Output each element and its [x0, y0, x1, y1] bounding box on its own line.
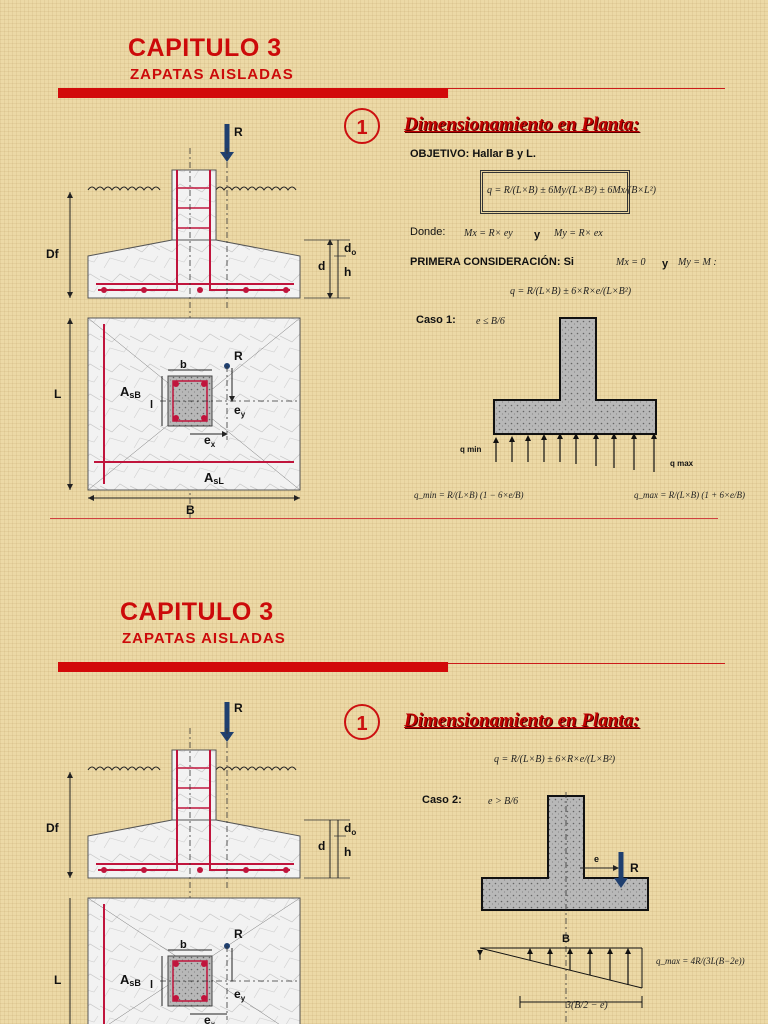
svg-text:ey: ey — [234, 987, 246, 1003]
first-consideration-eq1: Mx = 0 — [616, 257, 646, 268]
B-label: B — [562, 933, 570, 945]
e-label: e — [594, 854, 599, 864]
svg-text:R: R — [630, 861, 639, 875]
title-line — [448, 663, 725, 664]
caso1-condition: e ≤ B/6 — [476, 316, 505, 327]
caso2-qmax-formula: q_max = 4R/(3L(B−2e)) — [656, 956, 745, 966]
footing-diagram: R Df d do h b — [46, 701, 356, 1024]
svg-text:R: R — [234, 701, 243, 715]
svg-text:do: do — [344, 241, 356, 257]
label-L: L — [54, 387, 61, 401]
svg-text:R: R — [234, 349, 243, 363]
svg-text:Df: Df — [46, 821, 60, 835]
first-consideration-y: y — [662, 258, 669, 270]
main-formula: q = R/(L×B) ± 6My/(L×B²) ± 6Mx/(B×L²) — [487, 185, 656, 196]
title-line — [448, 88, 725, 89]
label-B: B — [186, 503, 195, 517]
label-b: b — [180, 359, 187, 371]
chapter-title: CAPITULO 3 — [120, 598, 274, 626]
qmin-formula: q_min = R/(L×B) (1 − 6×e/B) — [414, 490, 524, 500]
footing-diagram: R Df d do h — [46, 124, 356, 518]
donde-y: y — [534, 229, 541, 241]
caso1-pressure-diagram: q min q max — [460, 317, 694, 472]
section-number: 1 — [344, 108, 380, 144]
svg-text:h: h — [344, 845, 351, 859]
section-title: Dimensionamiento en Planta: — [404, 710, 640, 731]
title-bar — [58, 662, 448, 672]
svg-text:AsL: AsL — [204, 470, 224, 486]
svg-text:ex: ex — [204, 1013, 216, 1024]
svg-text:R: R — [234, 927, 243, 941]
svg-text:L: L — [54, 973, 61, 987]
slide-separator — [50, 518, 718, 519]
qmax-formula: q_max = R/(L×B) (1 + 6×e/B) — [634, 490, 746, 500]
svg-text:l: l — [150, 979, 153, 991]
first-consideration: PRIMERA CONSIDERACIÓN: Si — [410, 256, 574, 268]
title-bar — [58, 88, 448, 98]
caso2-label: Caso 2: — [422, 794, 462, 806]
slide-2: CAPITULO 3 ZAPATAS AISLADAS 1 Dimensiona… — [0, 512, 768, 1024]
donde-eq2: My = R× ex — [554, 228, 603, 239]
reduced-formula: q = R/(L×B) ± 6×R×e/(L×B²) — [510, 286, 632, 297]
svg-text:ey: ey — [234, 403, 246, 419]
caso2-pressure-diagram: e R B — [477, 792, 649, 1024]
caso2-bottom-formula: 3(B/2 − e) — [566, 1000, 608, 1011]
reduced-formula: q = R/(L×B) ± 6×R×e/(L×B²) — [494, 754, 616, 765]
first-consideration-eq2: My = M : — [678, 257, 717, 268]
label-d: d — [318, 259, 325, 273]
section-title: Dimensionamiento en Planta: — [404, 114, 640, 135]
label-h: h — [344, 265, 351, 279]
donde-eq1: Mx = R× ey — [464, 228, 513, 239]
label-Df: Df — [46, 247, 60, 261]
label-R: R — [234, 125, 243, 139]
svg-text:b: b — [180, 939, 187, 951]
svg-text:AsB: AsB — [120, 384, 141, 400]
svg-text:d: d — [318, 839, 325, 853]
donde-label: Donde: — [410, 226, 446, 238]
caso2-condition: e > B/6 — [488, 796, 519, 807]
chapter-subtitle: ZAPATAS AISLADAS — [130, 66, 294, 83]
chapter-title: CAPITULO 3 — [128, 34, 282, 62]
svg-text:AsB: AsB — [120, 972, 141, 988]
caso1-label: Caso 1: — [416, 314, 456, 326]
svg-text:ex: ex — [204, 433, 216, 449]
main-formula-box: q = R/(L×B) ± 6My/(L×B²) ± 6Mx/(B×L²) — [480, 170, 656, 214]
slide-1: CAPITULO 3 ZAPATAS AISLADAS 1 Dimensiona… — [46, 34, 746, 519]
qmax-label: q max — [670, 459, 694, 468]
objective-text: OBJETIVO: Hallar B y L. — [410, 148, 536, 160]
label-l: l — [150, 399, 153, 411]
section-number: 1 — [344, 704, 380, 740]
chapter-subtitle: ZAPATAS AISLADAS — [122, 630, 286, 647]
svg-text:do: do — [344, 821, 356, 837]
qmin-label: q min — [460, 445, 481, 454]
